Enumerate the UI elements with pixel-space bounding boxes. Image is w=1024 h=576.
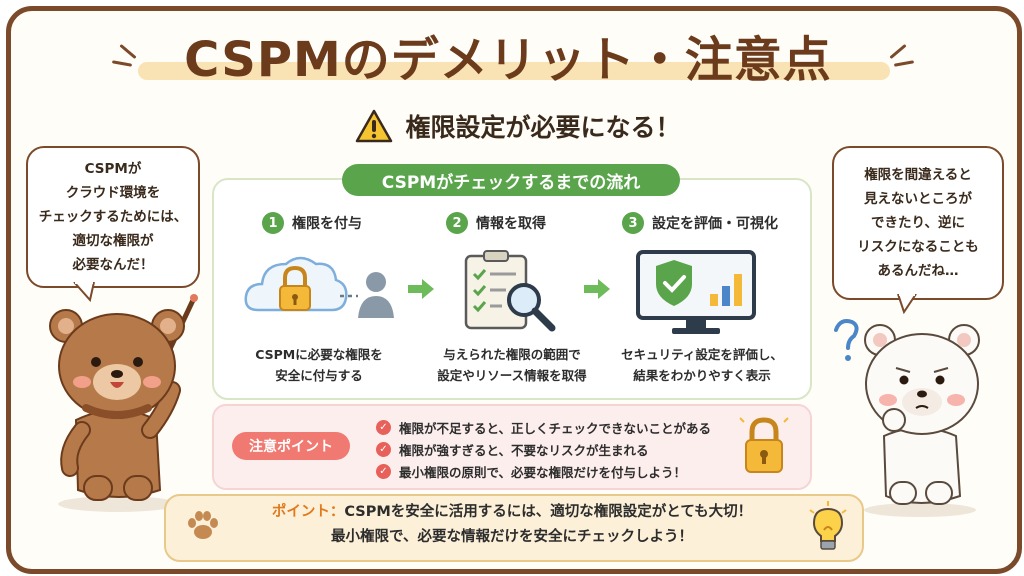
point-panel — [164, 494, 864, 562]
step-1-description: CSPMに必要な権限を 安全に付与する — [226, 344, 412, 386]
step-desc-line: 設定やリソース情報を取得 — [437, 368, 587, 383]
caution-item: ✓ 最小権限の原則で、必要な権限だけを付与しよう！ — [376, 460, 711, 482]
caution-item-text: 最小権限の原則で、必要な権限だけを付与しよう！ — [399, 464, 687, 480]
flow-title-pill: CSPMがチェックするまでの流れ — [342, 164, 680, 196]
left-bubble-line: クラウド環境を — [65, 185, 161, 201]
right-bubble-line: リスクになることも — [857, 239, 979, 255]
left-bubble-line: チェックするためには、 — [38, 209, 188, 225]
left-bubble-line: 必要なんだ！ — [72, 257, 154, 273]
arrow-right-icon — [408, 279, 434, 299]
right-bubble-line: 見えないところが — [864, 191, 972, 207]
cloud-lock-icon — [244, 256, 394, 318]
step-desc-line: 安全に付与する — [275, 368, 363, 383]
lightbulb-icon — [809, 501, 847, 550]
check-icon: ✓ — [376, 419, 391, 435]
warning-icon — [356, 109, 393, 143]
left-bubble-tail — [73, 282, 95, 302]
step-desc-line: CSPMに必要な権限を — [255, 347, 383, 362]
step-number: 3 — [622, 212, 644, 234]
subtitle-text: 権限設定が必要になる！ — [405, 113, 681, 142]
paw-icon — [188, 511, 218, 539]
step-desc-line: セキュリティ設定を評価し、 — [621, 347, 783, 362]
step-3-description: セキュリティ設定を評価し、 結果をわかりやすく表示 — [604, 344, 800, 386]
clipboard-search-icon — [464, 250, 556, 332]
step-number: 1 — [262, 212, 284, 234]
left-bubble-line: CSPMが — [84, 161, 142, 177]
check-icon: ✓ — [376, 463, 391, 479]
title-highlight — [138, 62, 890, 80]
caution-label: 注意ポイント — [232, 432, 350, 460]
right-bubble-line: あるんだね… — [877, 263, 959, 279]
step-title: 権限を付与 — [292, 216, 362, 232]
step-2-header: 2 情報を取得 — [446, 212, 546, 234]
step-desc-line: 結果をわかりやすく表示 — [633, 368, 771, 383]
left-speech-bubble: CSPMが クラウド環境を チェックするためには、 適切な権限が 必要なんだ！ — [26, 146, 200, 288]
caution-item: ✓ 権限が不足すると、正しくチェックできないことがある — [376, 416, 711, 438]
arrow-right-icon — [584, 279, 610, 299]
page-title: CSPMのデメリット・注意点 — [184, 32, 832, 88]
point-label: ポイント： — [271, 504, 345, 520]
left-bubble-line: 適切な権限が — [72, 233, 154, 249]
brown-bear-illustration — [49, 294, 198, 512]
right-bubble-line: できたり、逆に — [871, 215, 965, 231]
step-desc-line: 与えられた権限の範囲で — [443, 347, 581, 362]
point-text: ポイント：CSPMを安全に活用するには、適切な権限設定がとても大切！ 最小権限で… — [232, 500, 792, 550]
user-icon — [358, 272, 394, 318]
step-3-header: 3 設定を評価・可視化 — [622, 212, 778, 234]
white-bear-illustration — [834, 319, 980, 517]
point-line-2: 最小権限で、必要な情報だけを安全にチェックしよう！ — [331, 529, 693, 545]
caution-list: ✓ 権限が不足すると、正しくチェックできないことがある ✓ 権限が強すぎると、不… — [376, 416, 711, 482]
question-icon — [834, 319, 859, 361]
point-line-1: CSPMを安全に活用するには、適切な権限設定がとても大切！ — [344, 504, 753, 520]
caution-item-text: 権限が強すぎると、不要なリスクが生まれる — [399, 442, 649, 458]
right-bubble-line: 権限を間違えると — [864, 167, 972, 183]
right-speech-bubble: 権限を間違えると 見えないところが できたり、逆に リスクになることも あるんだ… — [832, 146, 1004, 300]
padlock-icon — [739, 417, 789, 473]
monitor-shield-icon — [636, 250, 756, 334]
step-title: 設定を評価・可視化 — [652, 216, 778, 232]
caution-item: ✓ 権限が強すぎると、不要なリスクが生まれる — [376, 438, 711, 460]
step-1-header: 1 権限を付与 — [262, 212, 362, 234]
caution-item-text: 権限が不足すると、正しくチェックできないことがある — [399, 420, 712, 436]
step-2-description: 与えられた権限の範囲で 設定やリソース情報を取得 — [414, 344, 610, 386]
subtitle-row: 権限設定が必要になる！ — [318, 106, 718, 146]
check-icon: ✓ — [376, 441, 391, 457]
step-number: 2 — [446, 212, 468, 234]
step-title: 情報を取得 — [476, 216, 546, 232]
right-bubble-tail — [897, 294, 917, 314]
